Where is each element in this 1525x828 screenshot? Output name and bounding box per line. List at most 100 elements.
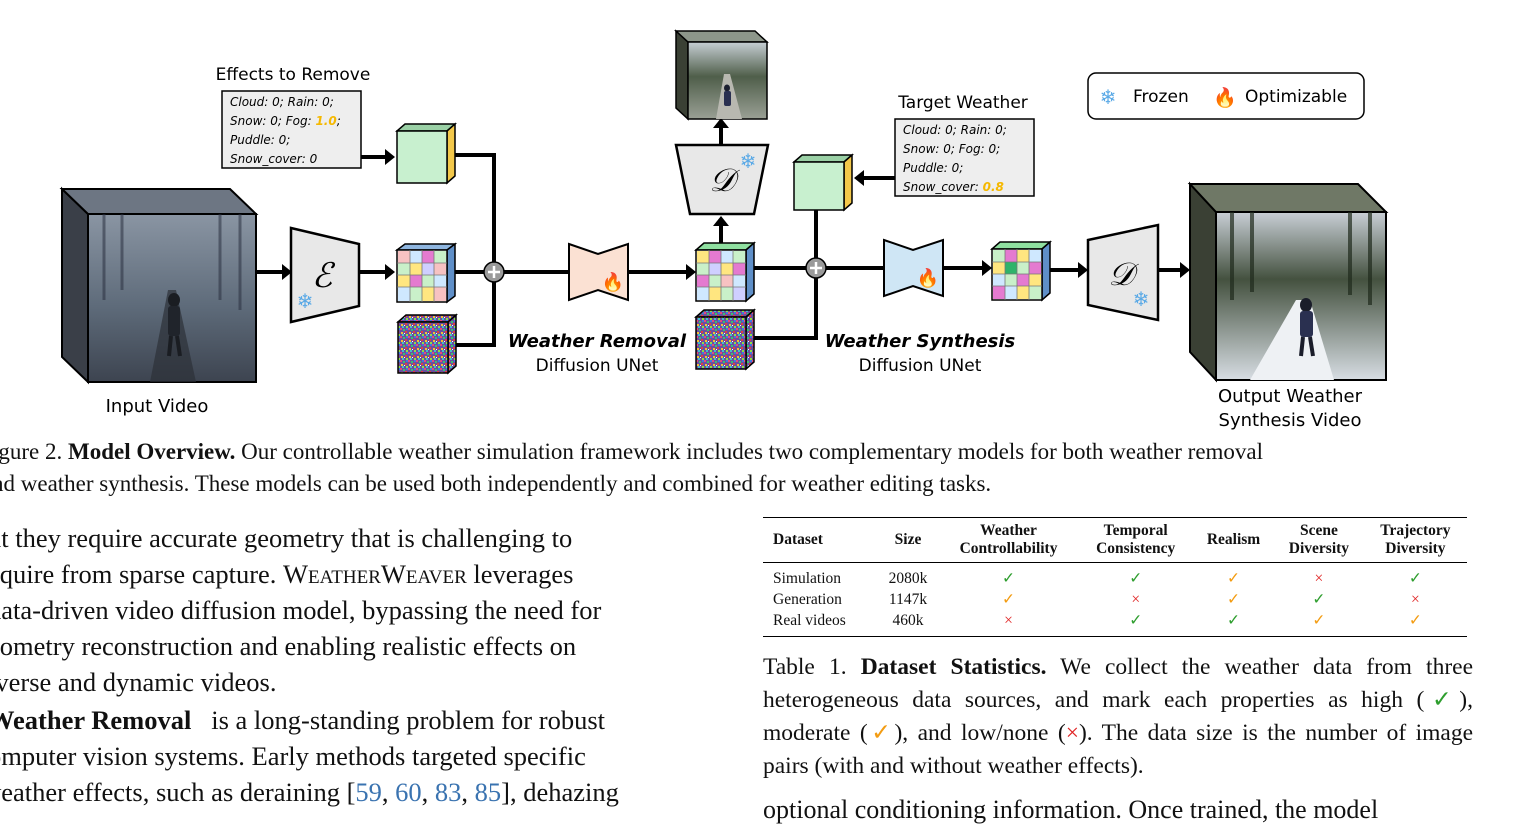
removal-subtitle: Diffusion UNet (536, 356, 659, 376)
cross-icon: × (1131, 591, 1141, 608)
fire-icon: 🔥 (1213, 86, 1237, 109)
snowflake-icon: ❄ (1133, 287, 1150, 311)
cross-icon: × (1004, 612, 1013, 629)
output-video-label-2: Synthesis Video (1219, 410, 1362, 431)
svg-text:Snow_cover: 0.8: Snow_cover: 0.8 (903, 180, 1004, 194)
snowflake-icon: ❄ (740, 149, 757, 173)
check-icon: ✓ (1002, 570, 1016, 587)
dataset-name: Simulation (773, 570, 842, 587)
target-line-4: Snow_cover: (903, 180, 983, 194)
legend-optimizable: Optimizable (1245, 87, 1347, 107)
target-box (894, 118, 1035, 197)
dataset-size: 1147k (888, 591, 928, 608)
citation-link[interactable]: 60 (395, 777, 422, 807)
dataset-size: 460k (892, 612, 924, 629)
input-video-stack (59, 186, 259, 385)
table-header: Temporal Consistency (1096, 522, 1176, 557)
caption-text-2: nd weather synthesis. These models can b… (0, 471, 992, 496)
effects-fog-value: 1.0 (315, 114, 336, 128)
add-node-synthesis (805, 257, 827, 279)
synthesis-subtitle: Diffusion UNet (859, 356, 982, 376)
input-latent-cube (394, 242, 458, 304)
target-condition-cube (792, 153, 854, 212)
figure-caption: igure 2. Model Overview. Our controllabl… (0, 436, 1492, 500)
check-icon: ✓ (1129, 570, 1143, 587)
check-icon: ✓ (1312, 612, 1326, 629)
removal-unet (568, 242, 629, 302)
check-moderate-icon: ✓ (867, 720, 895, 746)
check-icon: ✓ (1312, 591, 1326, 608)
table-row: Real videos 460k × ✓ ✓ ✓ ✓ (763, 610, 1467, 637)
synthesis-noise-cube (694, 308, 756, 371)
right-column-text: optional conditioning information. Once … (763, 795, 1379, 824)
effects-line-4: Snow_cover: 0 (230, 152, 318, 166)
middle-latent-cube (694, 241, 756, 303)
check-icon: ✓ (1227, 612, 1241, 629)
citation-link[interactable]: 59 (355, 777, 382, 807)
target-line-1: Cloud: 0; Rain: 0; (903, 123, 1007, 137)
table-header: Realism (1206, 531, 1261, 548)
method-name: WeatherWeaver (283, 559, 467, 589)
synthesis-unet (883, 238, 944, 298)
caption-label: igure 2. (0, 439, 63, 464)
removal-title: Weather Removal (508, 331, 687, 352)
legend-frozen: Frozen (1133, 87, 1189, 107)
table-caption-bold: Dataset Statistics. (860, 654, 1047, 680)
caption-text: Our controllable weather simulation fram… (235, 439, 1264, 464)
check-high-icon: ✓ (1424, 687, 1460, 713)
section-heading-weather-removal: Weather Removal (0, 705, 192, 735)
legend (1087, 72, 1365, 120)
check-icon: ✓ (1408, 612, 1422, 629)
dataset-name: Real videos (773, 612, 846, 629)
paragraph-2: Weather Removal is a long-standing probl… (0, 702, 696, 810)
fire-icon: 🔥 (917, 267, 939, 289)
check-icon: ✓ (1002, 591, 1016, 608)
target-snow-value: 0.8 (983, 180, 1004, 194)
output-decoder-block (1086, 223, 1160, 322)
target-line-3: Puddle: 0; (903, 161, 963, 175)
cross-icon: × (1314, 570, 1324, 587)
table-header: Size (894, 531, 922, 548)
check-icon: ✓ (1129, 612, 1143, 629)
table-header-row: Dataset Size Weather Controllability Tem… (763, 517, 1467, 563)
removal-noise-cube (396, 313, 458, 375)
caption-bold: Model Overview. (68, 439, 236, 464)
output-video-label-1: Output Weather (1218, 386, 1363, 407)
add-node-removal (483, 261, 505, 283)
output-video-stack (1187, 181, 1389, 383)
dataset-size: 2080k (888, 570, 928, 587)
model-overview-figure: ℰ ❄ Effects to Remove Cloud: 0; Rain: 0;… (59, 29, 1389, 431)
snowflake-icon: ❄ (1100, 85, 1117, 109)
target-line-2: Snow: 0; Fog: 0; (903, 142, 1000, 156)
effects-title: Effects to Remove (216, 65, 371, 85)
effects-condition-cube (395, 122, 457, 185)
synthesis-title: Weather Synthesis (825, 331, 1016, 352)
encoder-block (289, 226, 361, 324)
encoder-symbol: ℰ (312, 256, 336, 296)
table-header: Trajectory Diversity (1380, 522, 1451, 557)
cross-icon: × (1411, 591, 1420, 608)
dataset-statistics-table: Dataset Size Weather Controllability Tem… (763, 517, 1467, 637)
citation-link[interactable]: 85 (474, 777, 502, 807)
output-latent-cube (990, 240, 1052, 302)
table-header: Weather Controllability (959, 522, 1058, 557)
table-header: Dataset (773, 531, 823, 548)
table-header: Scene Diversity (1288, 522, 1350, 557)
cross-low-icon: × (1065, 720, 1079, 746)
input-video-label: Input Video (106, 396, 209, 417)
citation-link[interactable]: 83 (434, 777, 462, 807)
fire-icon: 🔥 (602, 271, 624, 293)
paragraph-1: ut they require accurate geometry that i… (0, 523, 602, 697)
effects-line-2: Snow: 0; Fog: (230, 114, 315, 128)
check-icon: ✓ (1227, 570, 1241, 587)
snowflake-icon: ❄ (297, 289, 314, 313)
middle-decoder-block (674, 143, 770, 216)
effects-line-3: Puddle: 0; (230, 133, 290, 147)
table-caption: Table 1. Dataset Statistics. We collect … (763, 654, 1474, 779)
svg-text:Snow: 0; Fog: 1.0;: Snow: 0; Fog: 1.0; (230, 114, 341, 128)
effects-box (221, 90, 362, 169)
check-icon: ✓ (1227, 591, 1241, 608)
clear-video-stack (674, 29, 769, 121)
